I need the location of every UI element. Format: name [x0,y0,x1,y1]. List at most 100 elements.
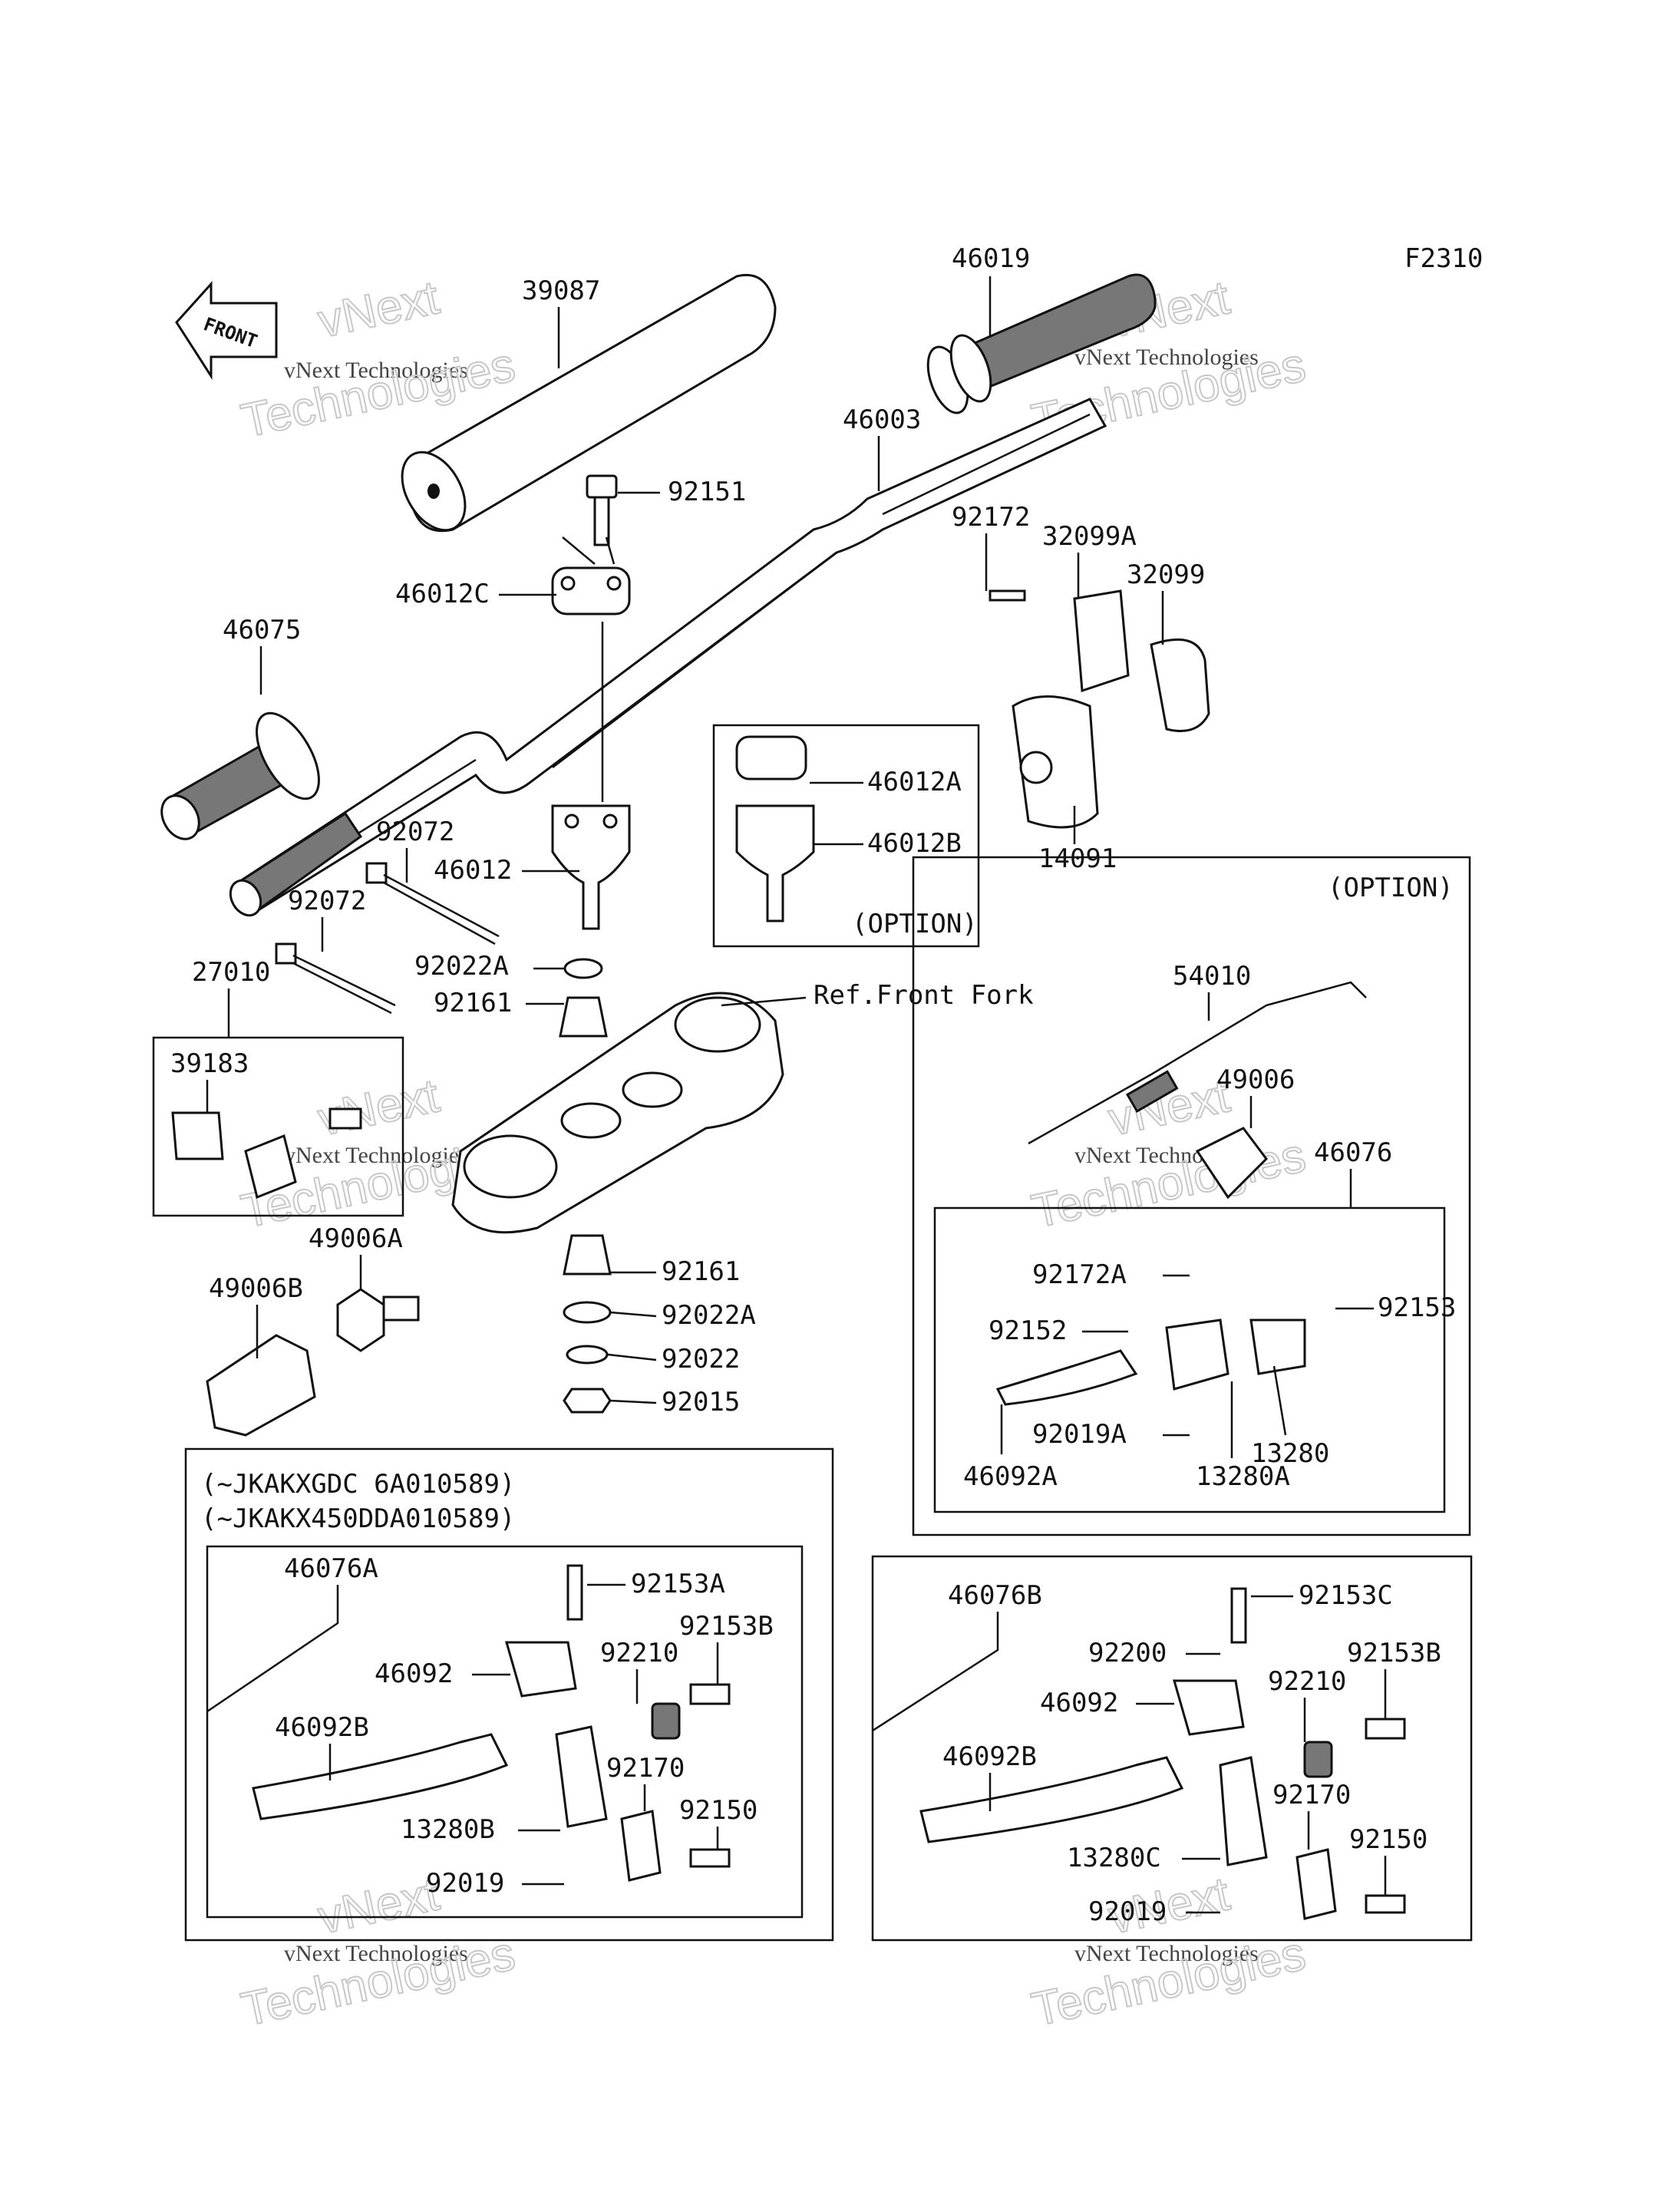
part-number-46012[interactable]: 46012 [434,855,512,886]
diagram-code: F2310 [1404,243,1483,274]
option-hot-start-box [912,856,1471,1536]
part-number-92153B[interactable]: 92153B [679,1611,774,1642]
hot-start-lever-illustration [206,1288,420,1437]
part-number-46076[interactable]: 46076 [1314,1137,1392,1168]
part-number-46019[interactable]: 46019 [952,243,1030,274]
throttle-grip-illustration [926,273,1157,414]
part-number-13280A[interactable]: 13280A [1196,1461,1290,1492]
part-number-54010[interactable]: 54010 [1173,961,1251,992]
part-number-46012C[interactable]: 46012C [395,579,490,609]
part-number-46092[interactable]: 46092 [1040,1688,1118,1718]
throttle-housing-illustration [989,589,1210,829]
part-number-92172A[interactable]: 92172A [1032,1259,1127,1290]
part-number-39087[interactable]: 39087 [522,276,600,306]
part-number-92200[interactable]: 92200 [1088,1638,1167,1668]
part-number-13280C[interactable]: 13280C [1067,1843,1161,1873]
watermark-bottom-right: vNext Technologies vNext Technologies [1027,1866,1311,2037]
part-number-49006A[interactable]: 49006A [309,1223,403,1254]
part-number-92150[interactable]: 92150 [1349,1824,1428,1855]
part-number-32099A[interactable]: 32099A [1042,521,1137,552]
part-number-92172[interactable]: 92172 [952,502,1030,533]
leader-lines [206,276,1387,1914]
part-number-46012B[interactable]: 46012B [867,828,962,859]
part-number-92161[interactable]: 92161 [434,988,512,1018]
part-number-39183[interactable]: 39183 [170,1048,249,1079]
part-number-13280[interactable]: 13280 [1251,1438,1329,1469]
part-number-14091[interactable]: 14091 [1038,843,1117,874]
part-number-27010[interactable]: 27010 [192,957,270,988]
nut-illustration [563,1388,612,1414]
upper-clamp-illustration [551,474,631,616]
part-number-92019[interactable]: 92019 [426,1868,504,1899]
part-number-46092B[interactable]: 46092B [942,1741,1037,1772]
part-number-92152[interactable]: 92152 [989,1315,1067,1346]
part-number-92153C[interactable]: 92153C [1299,1580,1393,1611]
ref-front-fork-label: Ref.Front Fork [814,980,1034,1011]
part-number-92161[interactable]: 92161 [662,1256,740,1287]
option-clutch-lever-illustration [995,1318,1306,1406]
rubber-damper-illustration [559,996,608,1038]
option-label-clamp: (OPTION) [852,909,978,939]
hot-start-cable-illustration [1028,981,1367,1200]
part-number-92153B[interactable]: 92153B [1347,1638,1441,1668]
lower-right-box [871,1555,1473,1942]
clutch-lever-assembly-left-illustration [252,1564,731,1882]
handlebar-pad-illustration [401,273,777,533]
part-number-92150[interactable]: 92150 [679,1795,757,1826]
option-clamp-illustration [735,735,815,922]
handlebar-knurl-illustration [229,811,363,917]
part-number-46076B[interactable]: 46076B [948,1580,1042,1611]
watermark-text: vNext [314,1069,444,1146]
watermark-text: vNext Technologies [284,358,468,383]
left-grip-illustration [160,711,320,840]
part-number-46092A[interactable]: 46092A [963,1461,1058,1492]
part-number-46092[interactable]: 46092 [375,1658,453,1689]
part-number-92072[interactable]: 92072 [376,817,454,847]
lower-left-box [184,1447,834,1942]
washer-illustration [566,1345,609,1365]
triple-clamp-illustration [451,992,784,1234]
watermark-text: vNext Technologies [284,1941,468,1966]
part-number-92019A[interactable]: 92019A [1032,1419,1127,1450]
watermark-text: vNext [314,271,444,348]
front-arrow-icon: FRONT [175,281,278,381]
watermark-text: vNext Technologies [284,1143,468,1168]
part-number-92170[interactable]: 92170 [1272,1780,1351,1810]
option-clamp-box [712,724,980,948]
watermark-text: vNext Technologies [1074,1941,1259,1966]
part-number-92170[interactable]: 92170 [606,1753,685,1784]
part-number-92015[interactable]: 92015 [662,1387,740,1417]
part-number-92210[interactable]: 92210 [1268,1666,1346,1697]
serial-range-2: (~JKAKX450DDA010589) [201,1503,515,1534]
part-number-92019[interactable]: 92019 [1088,1896,1167,1927]
part-number-46076A[interactable]: 46076A [284,1553,378,1584]
part-number-92153A[interactable]: 92153A [631,1569,725,1599]
serial-range-1: (~JKAKXGDC 6A010589) [201,1469,515,1500]
washer-illustration [563,1301,612,1324]
part-number-32099[interactable]: 32099 [1127,559,1205,590]
watermark-text: vNext Technologies [1074,345,1259,370]
lower-clamp-illustration [551,622,631,930]
part-number-49006B[interactable]: 49006B [209,1273,303,1304]
part-number-92022A[interactable]: 92022A [414,951,509,982]
part-number-46092B[interactable]: 46092B [275,1712,369,1743]
part-number-92022A[interactable]: 92022A [662,1300,756,1331]
switch-illustration [171,1107,362,1200]
switch-box [152,1036,404,1217]
part-number-92022[interactable]: 92022 [662,1344,740,1375]
watermark-top-left: vNext Technologies vNext Technologies [236,270,520,448]
part-number-46003[interactable]: 46003 [843,404,921,435]
part-labels: 39087 46019 46003 92151 46012C 46075 921… [170,243,1456,1927]
part-number-46012A[interactable]: 46012A [867,767,962,797]
part-number-92153[interactable]: 92153 [1378,1292,1456,1323]
part-number-49006[interactable]: 49006 [1216,1064,1295,1095]
part-number-13280B[interactable]: 13280B [401,1814,495,1845]
washer-illustration [563,958,603,979]
watermark-text: vNext [314,1867,444,1944]
part-number-92210[interactable]: 92210 [600,1638,678,1668]
part-number-92072[interactable]: 92072 [288,886,366,916]
leader-line [721,996,807,1007]
part-number-46075[interactable]: 46075 [223,615,301,645]
part-number-92151[interactable]: 92151 [668,477,746,507]
